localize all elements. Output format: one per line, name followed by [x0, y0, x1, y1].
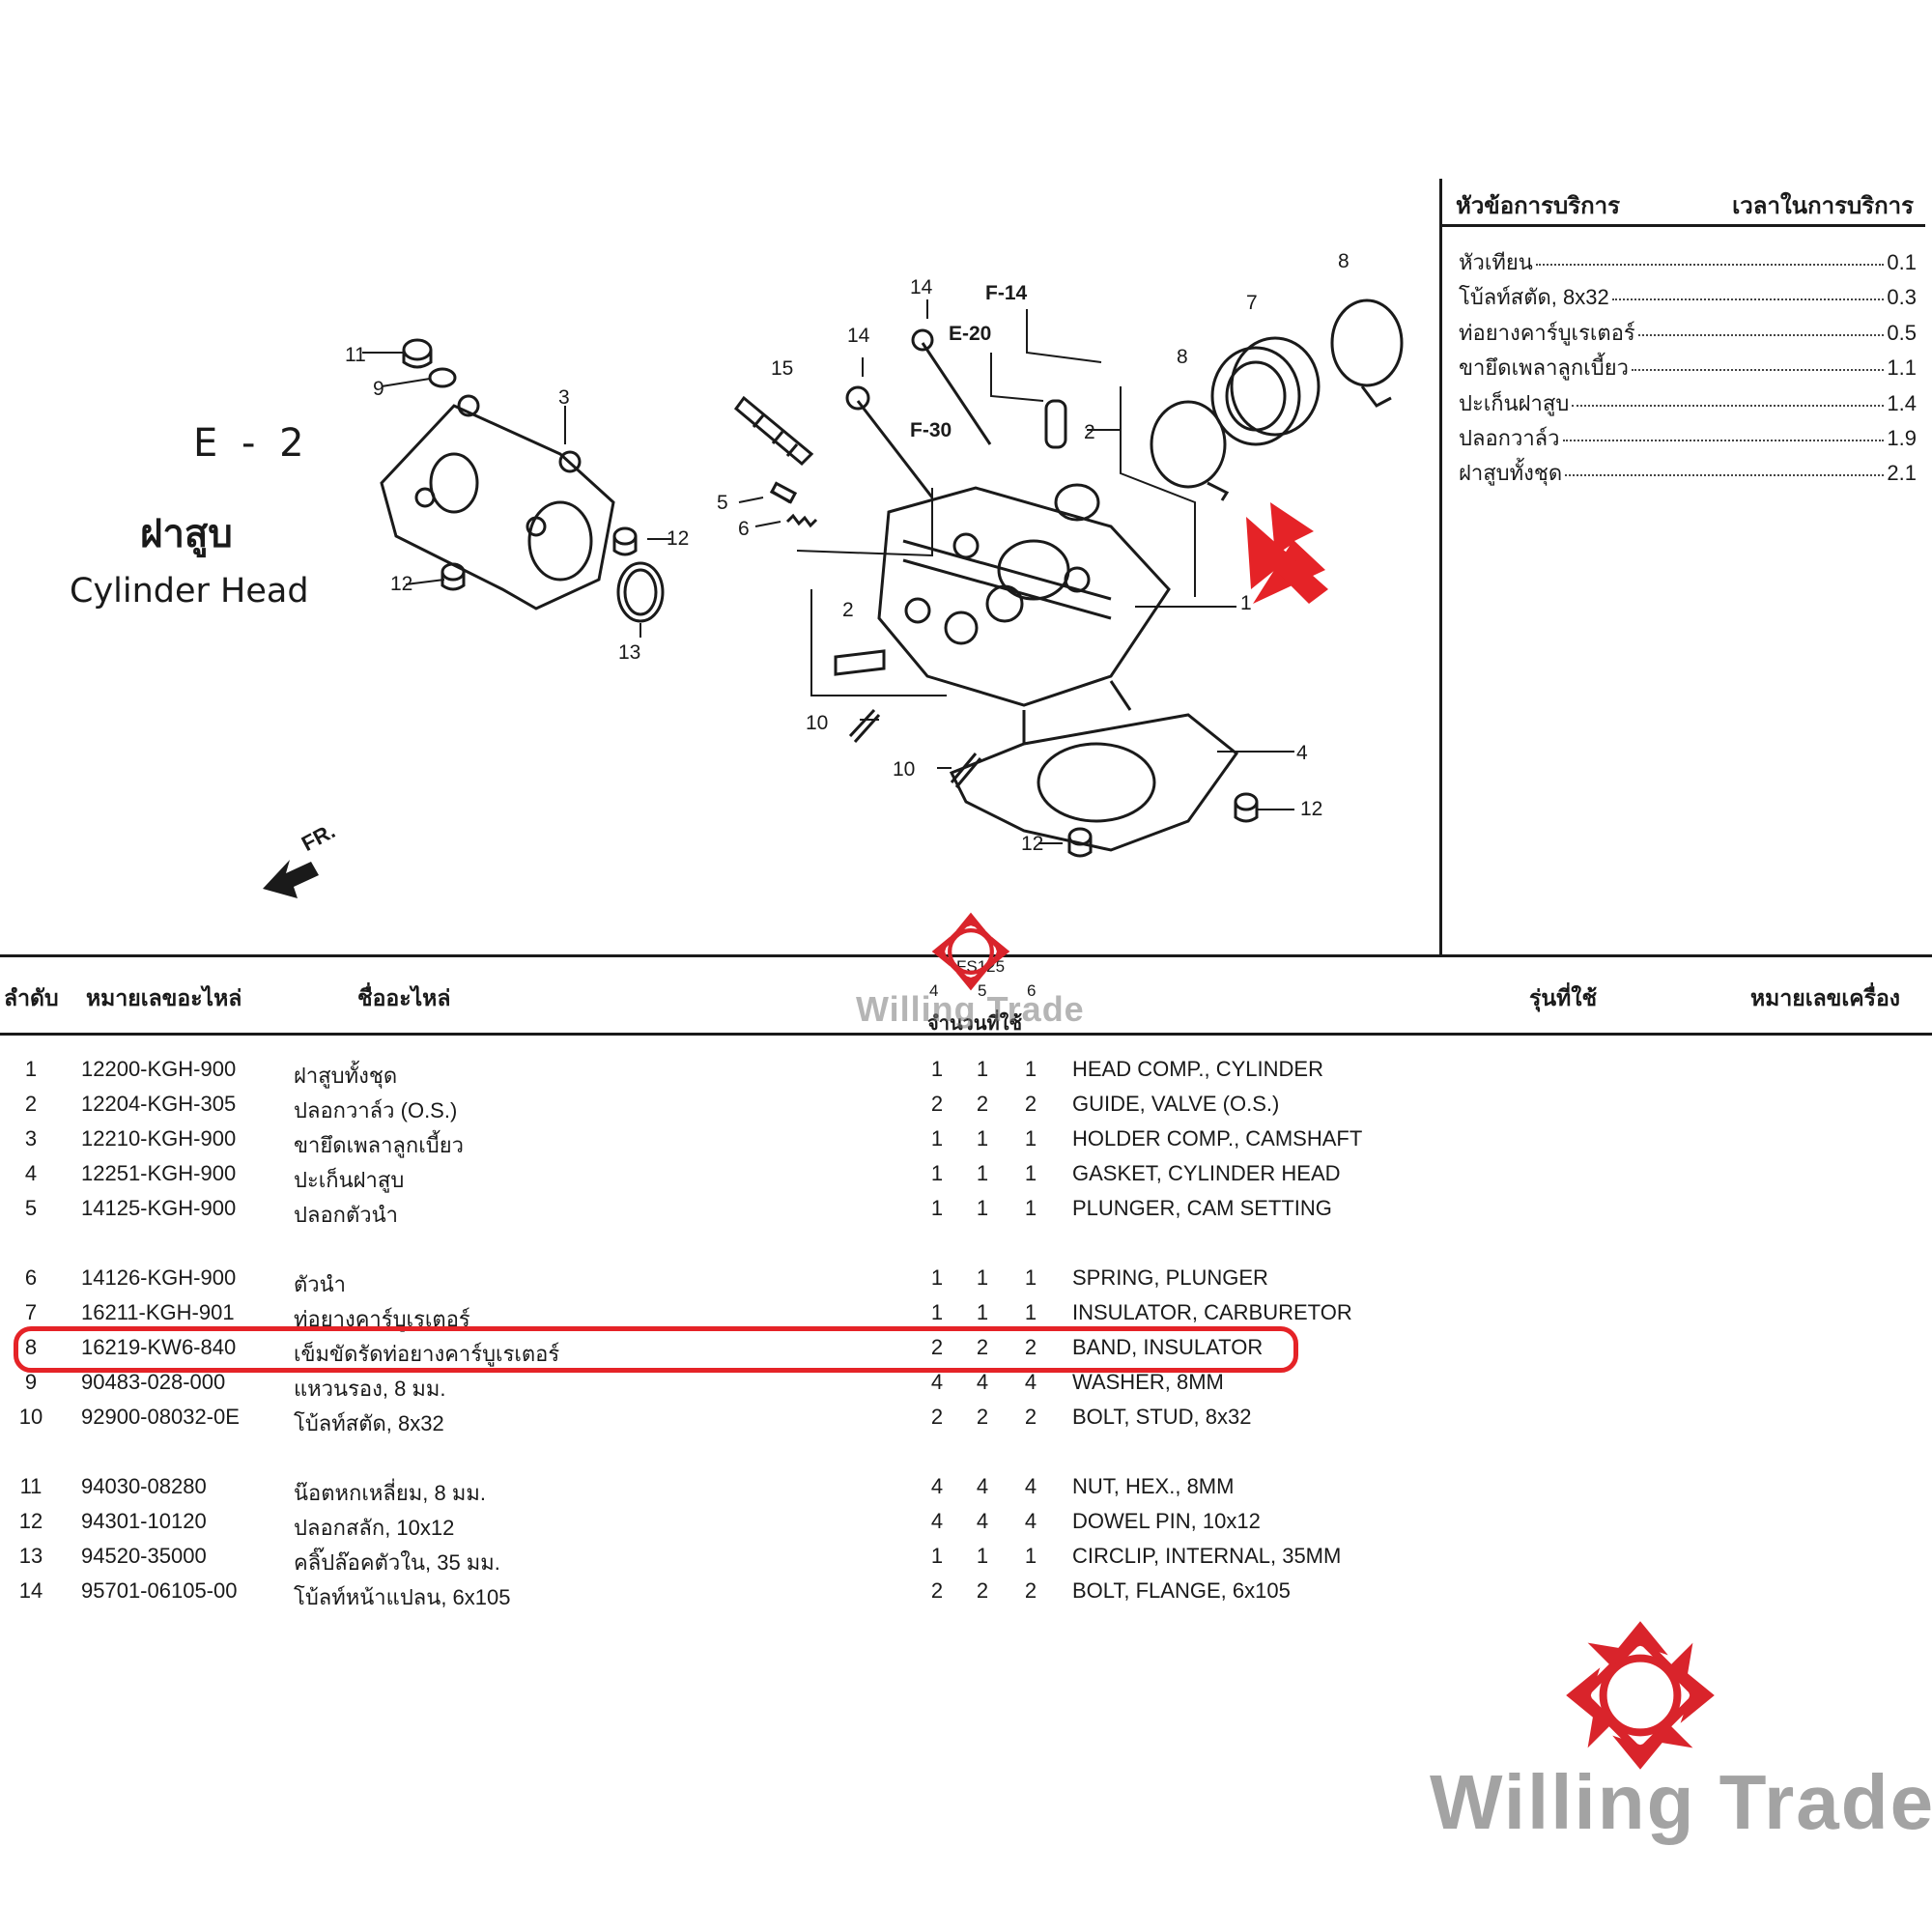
callout: 13 — [618, 641, 640, 664]
callout: 10 — [893, 758, 915, 781]
callout: 14 — [847, 325, 870, 347]
brand-logo-icon — [1566, 1621, 1715, 1770]
row-highlight-outline — [14, 1326, 1298, 1373]
reference-code: E-20 — [949, 323, 991, 345]
column-header-engine-no: หมายเลขเครื่อง — [1750, 986, 1901, 1011]
column-header-qty-col: 5 — [978, 981, 987, 1000]
callout: 12 — [1300, 798, 1322, 820]
callout: 6 — [738, 518, 750, 540]
reference-code: F-30 — [910, 419, 952, 441]
service-header-time: เวลาในการบริการ — [1732, 192, 1914, 219]
callout: 4 — [1296, 742, 1308, 764]
callout: 1 — [1240, 592, 1252, 614]
cylinder-head-gasket-part — [949, 713, 1239, 852]
callout: 3 — [558, 386, 570, 409]
watermark-brand-small: Willing Trade — [856, 989, 1085, 1029]
brand-name: Willing Trade — [1430, 1759, 1932, 1845]
table-top-rule — [0, 954, 1932, 957]
column-header-part-name: ชื่ออะไหล่ — [357, 986, 451, 1011]
column-header-model: รุ่นที่ใช้ — [1529, 986, 1598, 1011]
column-header-qty: จำนวนที่ใช้ — [927, 1011, 1023, 1035]
section-title-thai: ฝาสูบ — [140, 512, 233, 556]
section-title-english: Cylinder Head — [70, 572, 309, 611]
reference-code: F-14 — [985, 282, 1028, 304]
table-header-rule — [0, 1033, 1932, 1036]
callout: 12 — [1021, 833, 1043, 855]
service-item: ท่อยางคาร์บูเรเตอร์0.5 — [1459, 320, 1917, 345]
callout: 8 — [1338, 250, 1350, 272]
callout: 2 — [1084, 421, 1095, 443]
callout: 14 — [910, 276, 933, 298]
reference-codes: F-14 E-20 F-30 — [910, 282, 1028, 441]
column-header-qty-col: 4 — [929, 981, 939, 1000]
callout: 12 — [390, 573, 412, 595]
callout: 5 — [717, 492, 728, 514]
service-time-header: หัวข้อการบริการ เวลาในการบริการ — [1442, 179, 1925, 227]
service-header-item: หัวข้อการบริการ — [1456, 192, 1621, 219]
front-direction-arrow-icon — [263, 860, 319, 898]
column-header-part-no: หมายเลขอะไหล่ — [86, 986, 242, 1011]
panel-divider — [1439, 179, 1442, 956]
callout: 10 — [806, 712, 828, 734]
callout: 11 — [345, 344, 366, 366]
callout-numbers: 1 2 2 3 4 5 6 7 8 8 9 10 10 11 12 12 12 … — [345, 250, 1350, 855]
exploded-parts-diagram: 1 2 2 3 4 5 6 7 8 8 9 10 10 11 12 12 12 … — [263, 250, 1404, 898]
section-code: E - 2 — [193, 421, 310, 466]
callout: 7 — [1246, 292, 1258, 314]
column-header-no: ลำดับ — [4, 986, 59, 1011]
callout: 15 — [771, 357, 793, 380]
callout: 12 — [667, 527, 689, 550]
cylinder-head-part — [877, 486, 1171, 707]
camshaft-holder-part — [380, 404, 615, 611]
callout: 8 — [1177, 346, 1188, 368]
watermark-logo-icon — [931, 912, 1010, 991]
column-header-qty-col: 6 — [1027, 981, 1037, 1000]
callout: 2 — [842, 599, 854, 621]
callout: 9 — [373, 378, 384, 400]
